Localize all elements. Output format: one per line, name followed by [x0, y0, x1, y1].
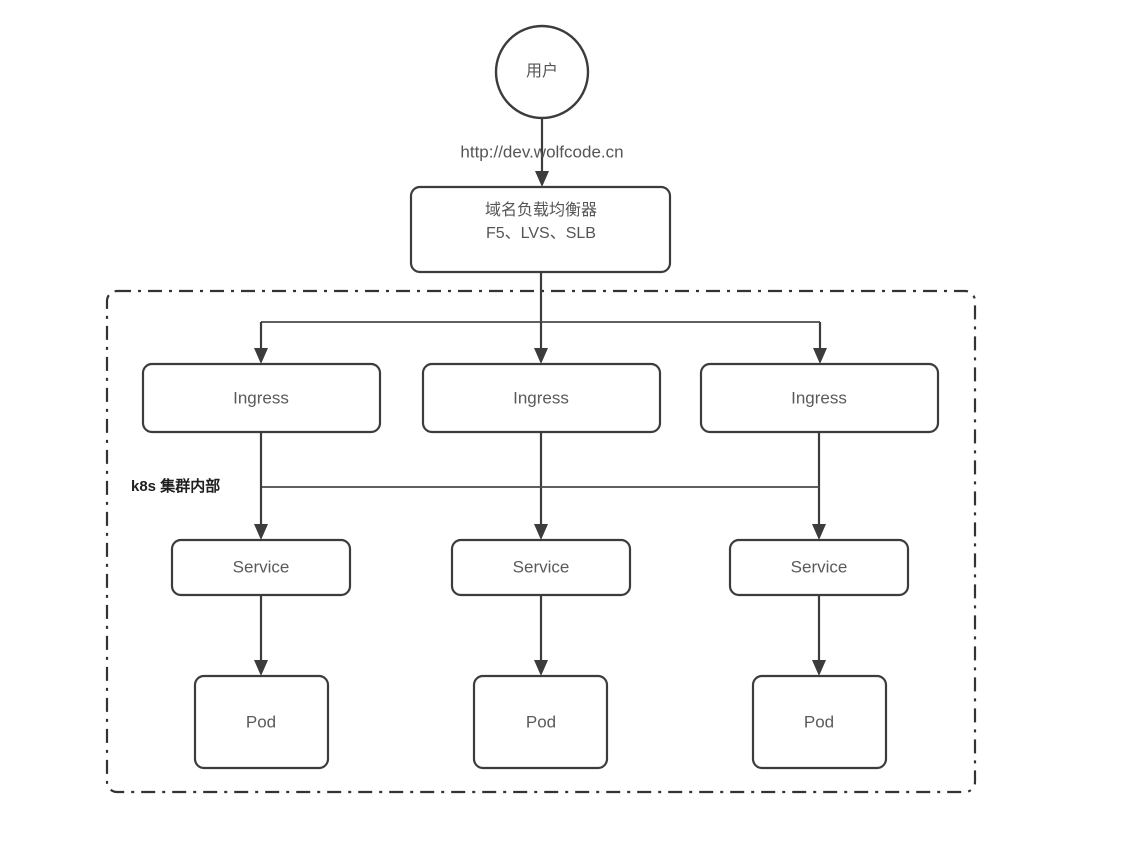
url-edge-label: http://dev.wolfcode.cn [460, 142, 623, 161]
arrowhead-ingress-2-to-service-2 [534, 524, 548, 540]
k8s-cluster-label: k8s 集群内部 [131, 477, 220, 495]
pod-node-1[interactable] [193, 674, 330, 770]
pod-node-2-label: Pod [526, 712, 556, 731]
user-node-label: 用户 [526, 62, 558, 80]
arrowhead-service-2-to-pod-2 [534, 660, 548, 676]
arrowhead-bus-to-ingress-3 [813, 348, 827, 364]
arrowhead-ingress-3-to-service-3 [812, 524, 826, 540]
arrowhead-user-to-loadbalancer [535, 171, 549, 187]
pod-node-2[interactable] [472, 674, 609, 770]
service-node-3-label: Service [791, 557, 848, 576]
ingress-node-1-label: Ingress [233, 388, 289, 407]
service-node-1-label: Service [233, 557, 290, 576]
arrowhead-ingress-1-to-service-1 [254, 524, 268, 540]
arrowhead-bus-to-ingress-1 [254, 348, 268, 364]
arrowhead-bus-to-ingress-2 [534, 348, 548, 364]
arrowhead-service-3-to-pod-3 [812, 660, 826, 676]
pod-node-1-label: Pod [246, 712, 276, 731]
ingress-node-2-label: Ingress [513, 388, 569, 407]
load-balancer-label-line1: 域名负载均衡器 [485, 201, 597, 219]
service-node-2-label: Service [513, 557, 570, 576]
ingress-node-3-label: Ingress [791, 388, 847, 407]
arrowhead-service-1-to-pod-1 [254, 660, 268, 676]
pod-node-3-label: Pod [804, 712, 834, 731]
pod-node-3[interactable] [751, 674, 888, 770]
load-balancer-label-line2: F5、LVS、SLB [486, 225, 596, 242]
